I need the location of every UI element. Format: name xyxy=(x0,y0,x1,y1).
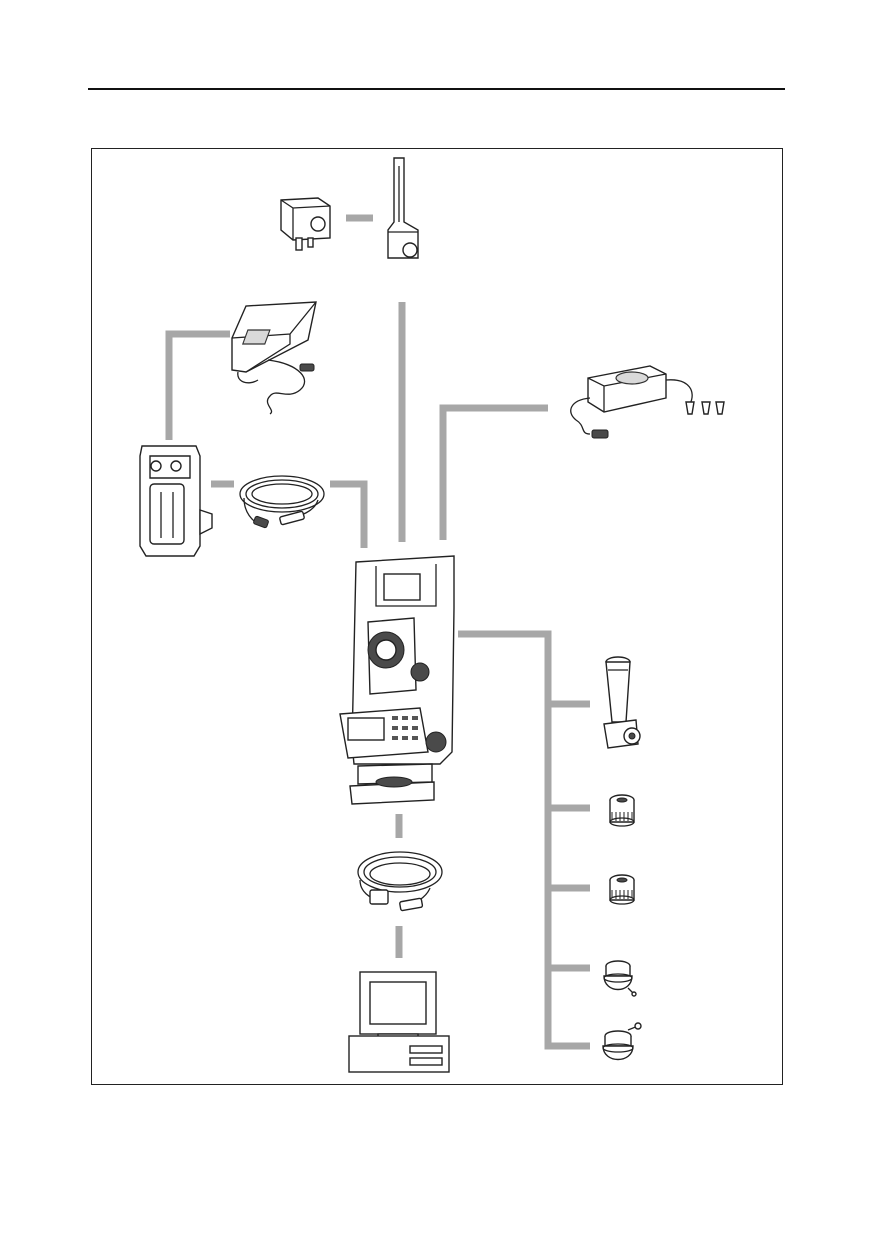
interface-cable-icon xyxy=(357,851,443,912)
tribrach-icon xyxy=(603,960,637,997)
header-rule xyxy=(88,88,785,90)
computer-icon xyxy=(348,971,450,1073)
power-cable-icon xyxy=(239,475,325,529)
connector-adapter-station xyxy=(439,404,548,540)
tribrach-icon xyxy=(602,1022,642,1061)
connector-charger-battery xyxy=(165,330,230,440)
connector-lines xyxy=(165,214,590,1050)
ac-adapter-icon xyxy=(570,365,725,439)
carrying-handle-icon xyxy=(387,157,419,259)
eyepiece-lens-icon xyxy=(609,874,635,905)
battery-charger-icon xyxy=(231,301,317,415)
connector-station-options xyxy=(458,630,590,1050)
connector-cable-station xyxy=(330,480,368,548)
handle-adapter-icon xyxy=(280,197,331,251)
diagonal-eyepiece-icon xyxy=(603,656,641,749)
external-battery-icon xyxy=(139,445,213,557)
eyepiece-lens-icon xyxy=(609,794,635,827)
diagram-frame xyxy=(91,148,783,1085)
total-station-icon xyxy=(339,555,455,805)
